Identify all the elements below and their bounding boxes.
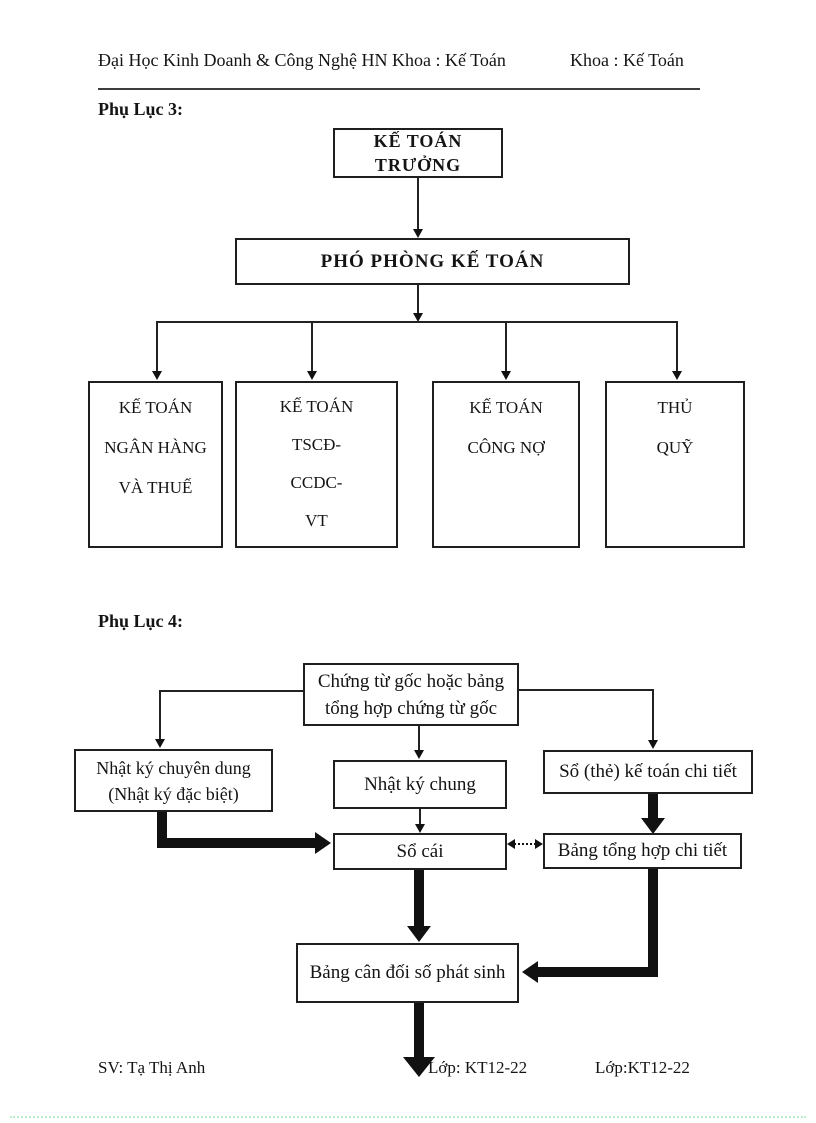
arrowhead-chief-to-deputy: [413, 229, 423, 238]
arrowhead-deputy-to-bus: [413, 313, 423, 322]
arrowhead-dotted-left: [507, 839, 515, 849]
special-journal-line1: Nhật ký chuyên dung: [96, 757, 251, 778]
dept3-line1: KẾ TOÁN: [469, 398, 543, 417]
drop-line-dept4: [676, 321, 678, 371]
dept4-line1: THỦ: [657, 398, 693, 417]
dept2-line2: TSCĐ-: [291, 435, 342, 454]
arrowhead-journal-to-ledger: [415, 824, 425, 833]
drop-line-dept2: [311, 321, 313, 371]
special-journal-line2: (Nhật ký đặc biệt): [108, 783, 239, 804]
org-box-deputy: PHÓ PHÒNG KẾ TOÁN: [235, 238, 630, 285]
arrowhead-dept2: [307, 371, 317, 380]
appendix3-title: Phụ Lục 3:: [98, 99, 184, 119]
footer-class-2: Lớp:KT12-22: [595, 1058, 690, 1077]
arrowhead-summary-to-balance: [522, 961, 538, 983]
org-box-chief-line1: KẾ TOÁN: [373, 131, 463, 151]
header-rule: [98, 88, 700, 90]
general-journal-label: Nhật ký chung: [364, 773, 476, 795]
org-box-bank-tax: KẾ TOÁN NGÂN HÀNG VÀ THUẾ: [88, 381, 223, 548]
flow-box-trial-balance: Bảng cân đối số phát sinh: [296, 943, 519, 1003]
connector-source-left-h: [159, 690, 303, 692]
connector-source-left-v: [159, 690, 161, 739]
page-bottom-dotted-rule: [10, 1116, 806, 1118]
thick-arrow-subsidiary-to-summary: [648, 794, 658, 819]
arrowhead-to-subsidiary-ledger: [648, 740, 658, 749]
connector-source-right-v: [652, 689, 654, 740]
org-box-fixed-assets: KẾ TOÁN TSCĐ- CCDC- VT: [235, 381, 398, 548]
flow-box-subsidiary-ledger: Sổ (thẻ) kế toán chi tiết: [543, 750, 753, 794]
subsidiary-ledger-label: Sổ (thẻ) kế toán chi tiết: [559, 761, 737, 782]
thick-arrow-special-to-ledger-h: [157, 838, 316, 848]
thick-arrow-ledger-to-balance: [414, 870, 424, 927]
header-left-text: Đại Học Kinh Doanh & Công Nghệ HN Khoa :…: [98, 50, 506, 70]
trial-balance-label: Bảng cân đối số phát sinh: [309, 962, 506, 983]
org-box-chief-line2: TRƯỞNG: [374, 155, 462, 175]
dept4-line2: QUỸ: [656, 438, 694, 457]
thick-arrow-balance-down: [414, 1003, 424, 1058]
dept2-line3: CCDC-: [290, 473, 343, 492]
appendix4-title: Phụ Lục 4:: [98, 611, 184, 631]
dept2-line4: VT: [305, 511, 328, 530]
org-box-liabilities: KẾ TOÁN CÔNG NỢ: [432, 381, 580, 548]
connector-source-right-h: [519, 689, 653, 691]
arrowhead-dept3: [501, 371, 511, 380]
org-bus-line: [157, 321, 678, 323]
connector-source-center-v: [418, 726, 420, 750]
header-right-text: Khoa : Kế Toán: [570, 50, 684, 70]
arrowhead-dept1: [152, 371, 162, 380]
flow-box-special-journal: Nhật ký chuyên dung (Nhật ký đặc biệt): [74, 749, 273, 812]
detail-summary-label: Bảng tổng hợp chi tiết: [557, 840, 728, 861]
dept1-line1: KẾ TOÁN: [118, 398, 193, 417]
flow-box-general-journal: Nhật ký chung: [333, 760, 507, 809]
arrowhead-ledger-to-balance: [407, 926, 431, 942]
drop-line-dept3: [505, 321, 507, 371]
arrowhead-to-general-journal: [414, 750, 424, 759]
org-box-chief-accountant: KẾ TOÁN TRƯỞNG: [333, 128, 503, 178]
thick-arrow-summary-to-balance-v: [648, 869, 658, 973]
dept1-line2: NGÂN HÀNG: [104, 438, 207, 457]
dotted-link-ledger-summary: [514, 843, 536, 845]
source-line2: tổng hợp chứng từ gốc: [324, 697, 498, 719]
arrowhead-subsidiary-to-summary: [641, 818, 665, 834]
arrowhead-balance-down: [403, 1057, 435, 1077]
thick-arrow-special-to-ledger-v: [157, 812, 167, 848]
dept2-line1: KẾ TOÁN: [279, 397, 354, 416]
org-box-cashier: THỦ QUỸ: [605, 381, 745, 548]
dept1-line3: VÀ THUẾ: [118, 478, 193, 497]
footer-class-1: Lớp: KT12-22: [428, 1058, 528, 1077]
flow-box-detail-summary: Bảng tổng hợp chi tiết: [543, 833, 742, 869]
connector-journal-to-ledger: [419, 809, 421, 825]
connector-chief-to-deputy: [417, 178, 419, 229]
general-ledger-label: Sổ cái: [396, 840, 444, 862]
arrowhead-dept4: [672, 371, 682, 380]
source-line1: Chứng từ gốc hoặc bảng: [317, 670, 505, 692]
flow-box-general-ledger: Sổ cái: [333, 833, 507, 870]
dept3-line2: CÔNG NỢ: [467, 438, 545, 457]
arrowhead-special-to-ledger: [315, 832, 331, 854]
thick-arrow-summary-to-balance-h: [538, 967, 658, 977]
flow-box-source-documents: Chứng từ gốc hoặc bảng tổng hợp chứng từ…: [303, 663, 519, 726]
connector-deputy-to-bus: [417, 285, 419, 313]
org-box-deputy-label: PHÓ PHÒNG KẾ TOÁN: [320, 250, 545, 272]
drop-line-dept1: [156, 321, 158, 371]
footer-student-name: SV: Tạ Thị Anh: [98, 1058, 206, 1077]
arrowhead-dotted-right: [535, 839, 543, 849]
arrowhead-to-special-journal: [155, 739, 165, 748]
